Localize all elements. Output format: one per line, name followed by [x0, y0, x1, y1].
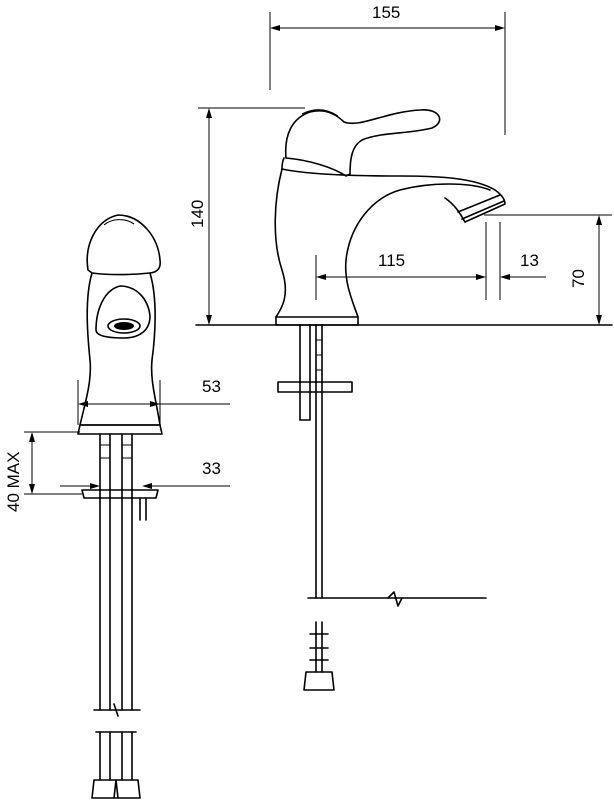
spout [281, 168, 506, 223]
dim-spout-height: 70 [484, 214, 612, 325]
dim-overall-height: 140 [188, 107, 305, 325]
handle-neck [281, 157, 285, 170]
front-base [77, 424, 163, 435]
dim-spout-reach: 115 [315, 222, 487, 300]
hose-fitting [316, 339, 322, 371]
front-handle-cap [103, 219, 135, 226]
front-bracket [81, 489, 159, 499]
label-spout-reach: 115 [378, 251, 405, 270]
hose-nut [303, 671, 335, 691]
side-view [195, 109, 613, 691]
front-break [93, 703, 141, 733]
front-handle [86, 214, 161, 276]
front-hoses [99, 433, 133, 711]
dim-deck-thickness: 40 MAX [4, 431, 82, 512]
front-hose-ends [99, 731, 133, 781]
faucet-body [274, 168, 491, 318]
front-stud [139, 497, 147, 521]
dim-overall-width: 155 [269, 3, 506, 135]
label-overall-height: 140 [188, 200, 207, 228]
label-base-diameter: 53 [202, 377, 221, 396]
dim-spout-outlet: 13 [499, 222, 546, 300]
threaded-shank [299, 324, 311, 421]
break-zigzag [387, 591, 403, 607]
lever-handle [284, 109, 441, 177]
front-body [79, 272, 161, 426]
dim-base-diameter: 53 [77, 377, 230, 425]
label-deck-thickness: 40 MAX [4, 452, 23, 512]
aerator [457, 194, 505, 220]
front-spout [95, 285, 151, 339]
front-aerator-outer [107, 318, 141, 334]
label-spout-height: 70 [569, 269, 588, 288]
dim-hole-diameter: 33 [60, 459, 230, 489]
front-hose-nuts [91, 779, 141, 799]
front-hose-fittings [100, 444, 132, 459]
label-overall-width: 155 [372, 3, 400, 22]
hose-end [309, 621, 329, 673]
base-plate [275, 316, 359, 326]
label-spout-outlet: 13 [520, 251, 539, 270]
front-aerator-inner [114, 322, 134, 330]
front-view [77, 214, 163, 799]
handle-cap [301, 109, 339, 117]
supply-hose [315, 324, 323, 599]
label-hole-diameter: 33 [202, 459, 221, 478]
mounting-bracket [277, 381, 353, 393]
